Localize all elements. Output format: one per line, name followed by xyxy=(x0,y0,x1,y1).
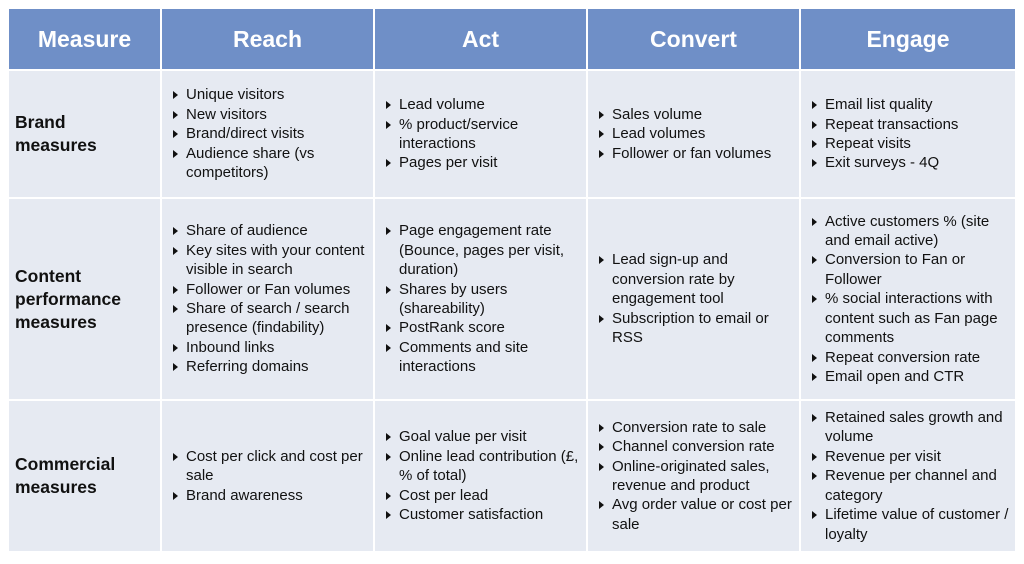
list-item: Audience share (vs competitors) xyxy=(170,144,367,183)
row-commercial-measures: Commercial measures Cost per click and cos… xyxy=(9,399,1015,551)
header-reach: Reach xyxy=(161,9,375,70)
bullet-list: Active customers % (site and email activ… xyxy=(809,212,1009,387)
list-item: Share of search / search presence (finda… xyxy=(170,299,367,338)
list-item: Repeat transactions xyxy=(809,115,1009,134)
row-label-line: measures xyxy=(15,477,97,497)
list-item: Goal value per visit xyxy=(383,427,580,446)
list-item: Follower or fan volumes xyxy=(596,144,793,163)
bullet-list: Page engagement rate (Bounce, pages per … xyxy=(383,221,580,376)
header-act: Act xyxy=(374,9,588,70)
row-label-line: Content xyxy=(15,265,82,286)
list-item: Revenue per channel and category xyxy=(809,466,1009,505)
bullet-list: Lead sign-up and conversion rate by enga… xyxy=(596,250,793,347)
list-item: Conversion rate to sale xyxy=(596,418,793,437)
list-item: Retained sales growth and volume xyxy=(809,408,1009,447)
list-item: Exit surveys - 4Q xyxy=(809,153,1009,172)
row-label-line: measures xyxy=(15,135,97,155)
list-item: Sales volume xyxy=(596,105,793,124)
list-item: % product/service interactions xyxy=(383,115,580,154)
list-item: Comments and site interactions xyxy=(383,338,580,377)
list-item: Brand/direct visits xyxy=(170,124,367,143)
row-label-line: Commercial xyxy=(15,454,116,474)
list-item: Unique visitors xyxy=(170,85,367,104)
cell-act: Lead volume% product/service interaction… xyxy=(374,69,588,198)
list-item: Customer satisfaction xyxy=(383,505,580,524)
header-measure: Measure xyxy=(9,9,162,70)
list-item: Lead volume xyxy=(383,95,580,114)
row-label-line: performance xyxy=(15,288,122,309)
list-item: Page engagement rate (Bounce, pages per … xyxy=(383,221,580,279)
cell-act: Page engagement rate (Bounce, pages per … xyxy=(374,197,588,400)
header-convert: Convert xyxy=(587,9,801,70)
row-label: Brand measures xyxy=(9,69,162,198)
list-item: Key sites with your content visible in s… xyxy=(170,241,367,280)
row-label-line: measures xyxy=(15,311,97,332)
list-item: Shares by users (shareability) xyxy=(383,280,580,319)
list-item: Email open and CTR xyxy=(809,367,1009,386)
list-item: Pages per visit xyxy=(383,153,580,172)
list-item: Active customers % (site and email activ… xyxy=(809,212,1009,251)
cell-convert: Lead sign-up and conversion rate by enga… xyxy=(587,197,801,400)
list-item: Referring domains xyxy=(170,357,367,376)
header-row: Measure Reach Act Convert Engage xyxy=(9,9,1015,70)
measures-table-container: Measure Reach Act Convert Engage Brand me… xyxy=(9,9,1015,551)
list-item: PostRank score xyxy=(383,318,580,337)
list-item: Follower or Fan volumes xyxy=(170,280,367,299)
list-item: Subscription to email or RSS xyxy=(596,309,793,348)
list-item: Email list quality xyxy=(809,95,1009,114)
row-label: Commercial measures xyxy=(9,399,162,551)
cell-engage: Active customers % (site and email activ… xyxy=(800,197,1015,400)
list-item: Avg order value or cost per sale xyxy=(596,495,793,534)
list-item: Conversion to Fan or Follower xyxy=(809,250,1009,289)
list-item: Repeat conversion rate xyxy=(809,348,1009,367)
list-item: Online-originated sales, revenue and pro… xyxy=(596,457,793,496)
list-item: Revenue per visit xyxy=(809,447,1009,466)
list-item: Brand awareness xyxy=(170,486,367,505)
list-item: % social interactions with content such … xyxy=(809,289,1009,347)
list-item: Lifetime value of customer / loyalty xyxy=(809,505,1009,544)
list-item: Cost per lead xyxy=(383,486,580,505)
measures-table: Measure Reach Act Convert Engage Brand me… xyxy=(9,9,1015,551)
list-item: Lead volumes xyxy=(596,124,793,143)
row-label-line: Brand xyxy=(15,112,66,132)
list-item: Inbound links xyxy=(170,338,367,357)
list-item: Share of audience xyxy=(170,221,367,240)
list-item: Lead sign-up and conversion rate by enga… xyxy=(596,250,793,308)
header-engage: Engage xyxy=(800,9,1015,70)
list-item: Repeat visits xyxy=(809,134,1009,153)
list-item: Cost per click and cost per sale xyxy=(170,447,367,486)
bullet-list: Lead volume% product/service interaction… xyxy=(383,95,580,173)
list-item: Online lead contribution (£, % of total) xyxy=(383,447,580,486)
list-item: Channel conversion rate xyxy=(596,437,793,456)
list-item: New visitors xyxy=(170,105,367,124)
